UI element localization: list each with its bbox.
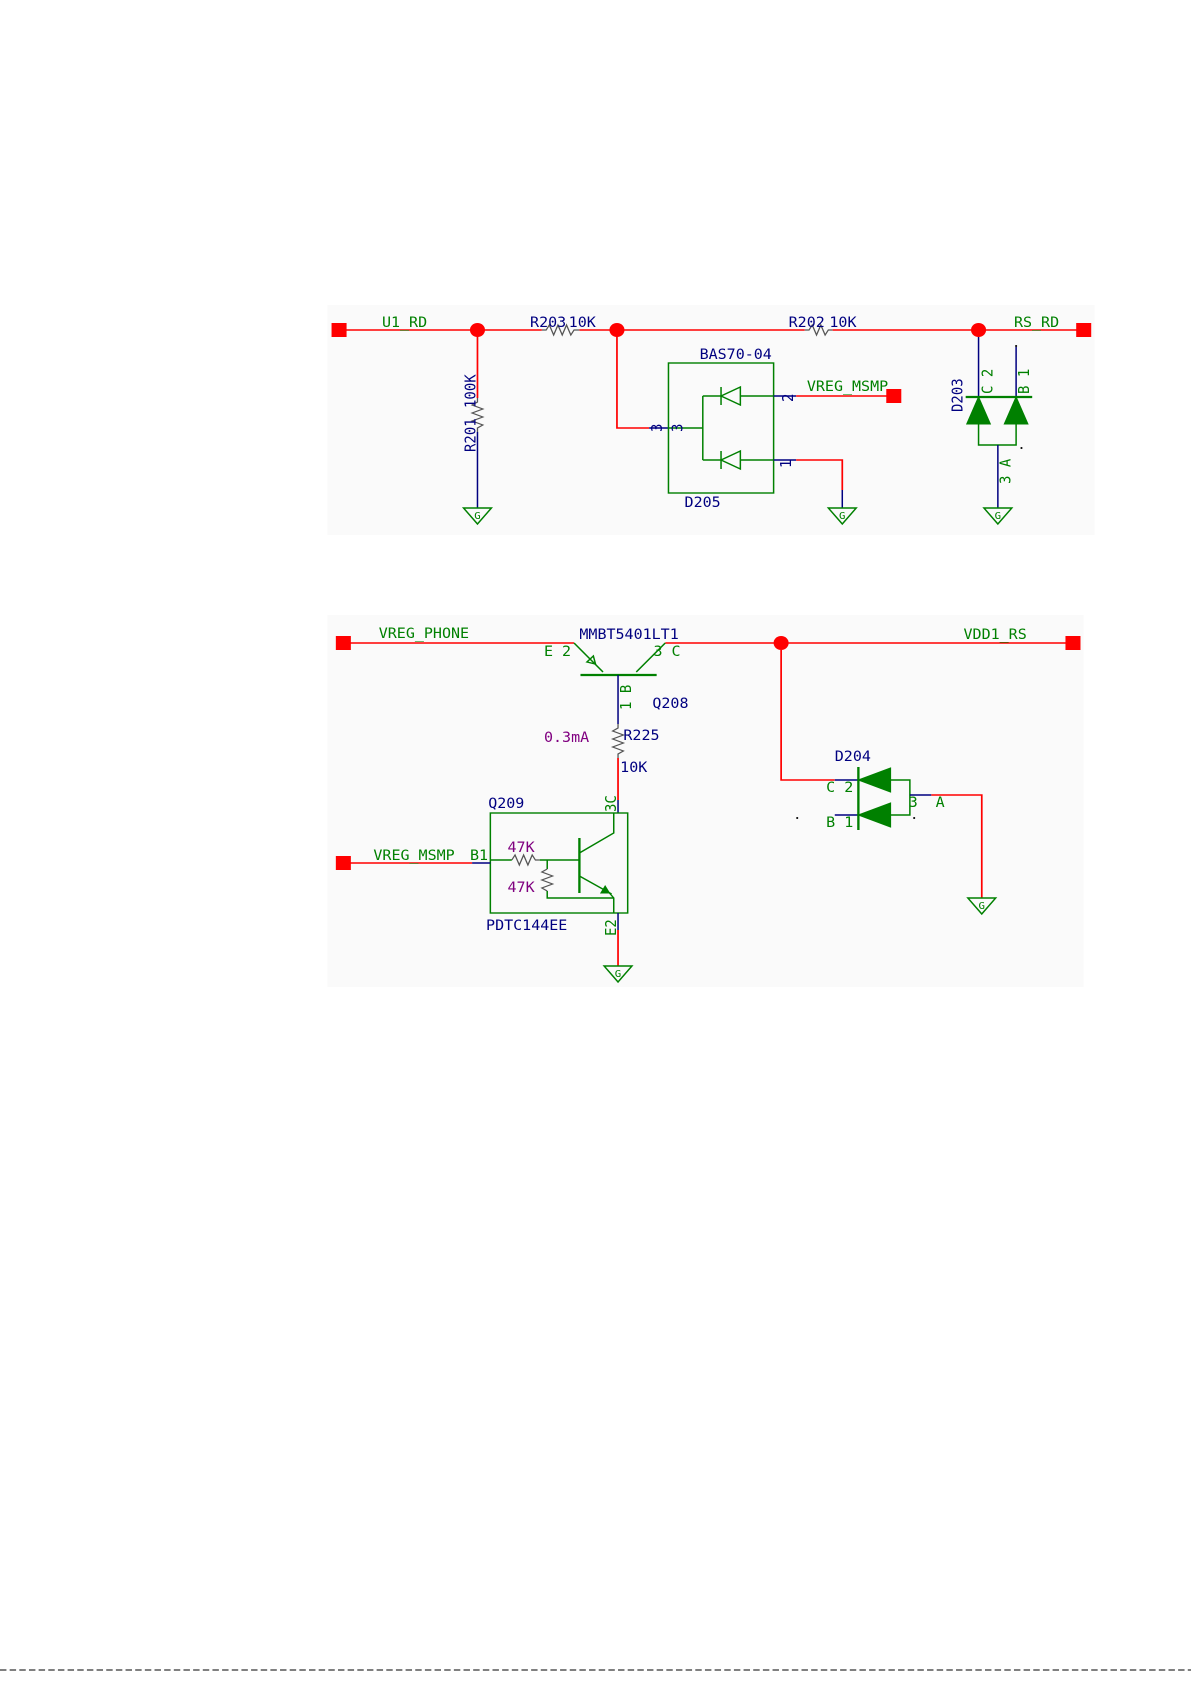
d204-pin-a-label: A bbox=[936, 795, 945, 810]
d205-pin3-number-inner: 3 bbox=[670, 424, 687, 432]
port-u1-rd bbox=[332, 323, 347, 337]
d205-part-number: BAS70-04 bbox=[700, 347, 773, 362]
ground-label: G bbox=[839, 510, 845, 522]
ground-label: G bbox=[995, 510, 1001, 522]
r201-value: 100K bbox=[463, 374, 480, 408]
d203-stray-dot bbox=[1015, 345, 1017, 347]
q208-pin-c-label: 3 C bbox=[653, 644, 680, 659]
net-label-vdd1-rs: VDD1_RS bbox=[964, 627, 1027, 642]
q208-ref: Q208 bbox=[652, 696, 688, 711]
d203-stray-dot bbox=[1020, 447, 1022, 449]
r202-ref: R202 bbox=[789, 315, 825, 330]
port-vreg-msmp-top bbox=[886, 389, 901, 403]
d203-pin-a-label: 3 A bbox=[998, 458, 1015, 484]
r225-current-annotation: 0.3mA bbox=[544, 730, 589, 745]
d203-ref: D203 bbox=[950, 378, 967, 412]
ground-label: G bbox=[615, 968, 621, 980]
port-rs-rd bbox=[1076, 323, 1091, 337]
q209-pin-c-label: 3C bbox=[603, 795, 620, 812]
d205-pin3-number-outer: 3 bbox=[650, 424, 667, 432]
d205-pin1-number: 1 bbox=[778, 460, 795, 468]
net-label-vreg-msmp-top: VREG_MSMP bbox=[807, 379, 889, 394]
r225-ref: R225 bbox=[623, 728, 659, 743]
q209-pin-e-label: E2 bbox=[603, 919, 620, 936]
net-label-rs-rd: RS_RD bbox=[1014, 315, 1059, 330]
r225-value: 10K bbox=[620, 760, 647, 775]
q209-part-number: PDTC144EE bbox=[486, 918, 567, 933]
d205-pin2-number: 2 bbox=[781, 394, 798, 402]
net-label-vreg-msmp-bottom: VREG_MSMP bbox=[373, 848, 455, 863]
q209-pin-b-label: B1 bbox=[470, 848, 488, 863]
d204-pin-b-label: B 1 bbox=[826, 815, 853, 830]
q208-part-number: MMBT5401LT1 bbox=[579, 627, 678, 642]
bottom-schematic-background bbox=[327, 615, 1083, 987]
d204-stray-dot bbox=[796, 817, 798, 819]
d203-pin-b-label: B 1 bbox=[1017, 369, 1034, 394]
d205-ref: D205 bbox=[685, 495, 721, 510]
r202-value: 10K bbox=[829, 315, 856, 330]
r203-value: 10K bbox=[569, 315, 596, 330]
d204-stray-dot bbox=[913, 817, 915, 819]
d204-pin-3-label: 3 bbox=[909, 795, 918, 810]
d204-ref: D204 bbox=[835, 749, 871, 764]
bottom-circuit: VREG_PHONE MMBT5401LT1 VDD1_RS E 2 3 C 1… bbox=[327, 615, 1083, 987]
d204-pin-c-label: C 2 bbox=[826, 780, 853, 795]
r201-ref: R201 bbox=[463, 418, 480, 452]
ground-label: G bbox=[474, 510, 480, 522]
junction-d204 bbox=[774, 636, 789, 650]
junction-d203 bbox=[971, 323, 986, 337]
net-label-u1-rd: U1_RD bbox=[382, 315, 427, 330]
net-label-vreg-phone: VREG_PHONE bbox=[379, 626, 469, 641]
top-circuit: U1_RD R203 10K R202 10K RS_RD R201 100K … bbox=[327, 305, 1094, 535]
q209-ref: Q209 bbox=[488, 796, 524, 811]
ground-label: G bbox=[979, 900, 985, 912]
q208-pin-e-label: E 2 bbox=[544, 644, 571, 659]
q209-r2-value: 47K bbox=[508, 880, 535, 895]
r203-ref: R203 bbox=[530, 315, 566, 330]
q209-r1-value: 47K bbox=[508, 840, 535, 855]
q208-pin-b-label: 1 B bbox=[618, 684, 635, 710]
d203-pin-c-label: C 2 bbox=[980, 369, 997, 394]
port-vdd1-rs bbox=[1065, 636, 1080, 650]
